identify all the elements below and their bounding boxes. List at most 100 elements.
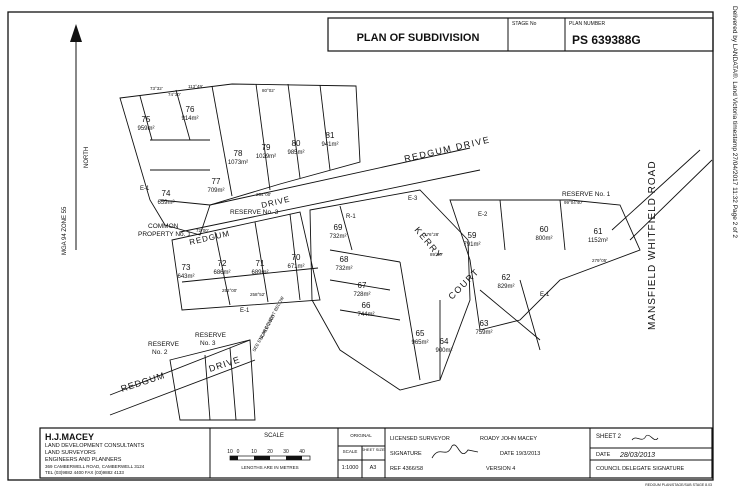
original-label: ORIGINAL — [350, 433, 372, 438]
firm-line-5: TEL (03)9882 4400 FAX (03)9882 4133 — [45, 470, 124, 475]
lot-number: 69 — [334, 223, 343, 232]
easement-label: R-1 — [346, 214, 356, 220]
lot-area: 985m² — [287, 150, 304, 156]
lot-number: 70 — [292, 253, 301, 262]
surveyor-label: LICENSED SURVEYOR — [390, 436, 450, 442]
lot-area: 1073m² — [228, 160, 248, 166]
lot-number: 72 — [218, 259, 227, 268]
scale-label: SCALE — [343, 449, 358, 454]
easement-label: E-1 — [540, 292, 550, 298]
road-redgum-lower: REDGUM — [120, 370, 167, 394]
lot-area: 744m² — [357, 312, 374, 318]
grid-label: MGA 94 ZONE 55 — [62, 206, 68, 255]
lot-number: 66 — [362, 301, 371, 310]
scale-units: LENGTHS ARE IN METRES — [241, 465, 298, 470]
lot-area: 829m² — [497, 284, 514, 290]
lot-number: 73 — [182, 263, 191, 272]
bearing-label: 72°00' — [196, 228, 209, 233]
sheet-size-label: SHEET SIZE — [361, 447, 385, 452]
plan-number-label: PLAN NUMBER — [569, 21, 606, 27]
bearing-label: 252°00' — [222, 288, 237, 293]
ref-text: REF 4366/S8 — [390, 466, 423, 472]
reserve-no2c-label: No. 2 — [152, 349, 168, 356]
footer: H.J.MACEY LAND DEVELOPMENT CONSULTANTS L… — [39, 427, 713, 487]
reserve-no1-label: RESERVE No. 1 — [562, 191, 611, 198]
surveyor-signature — [431, 444, 479, 459]
lot-area: 1029m² — [256, 154, 276, 160]
reserve-no2b-label: RESERVE — [148, 341, 180, 348]
signature-label: SIGNATURE — [390, 451, 422, 457]
lot-number: 77 — [212, 177, 221, 186]
lot-area: 671m² — [287, 264, 304, 270]
firm-line-1: LAND DEVELOPMENT CONSULTANTS — [45, 443, 145, 449]
lot-number: 80 — [292, 139, 301, 148]
firm-name: H.J.MACEY — [45, 432, 94, 442]
north-arrow: MGA 94 ZONE 55 NORTH — [62, 24, 90, 255]
reserve-no3c-label: No. 3 — [200, 340, 216, 347]
lot-number: 60 — [540, 225, 549, 234]
lot-area: 941m² — [321, 142, 338, 148]
lot-number: 81 — [326, 131, 335, 140]
lot-area: 728m² — [353, 292, 370, 298]
bearing-label: 89°30' — [430, 252, 443, 257]
lot-number: 65 — [416, 329, 425, 338]
upper-lot-block — [119, 83, 361, 236]
common-property-label: COMMON — [148, 223, 179, 230]
kerry-court-lots — [309, 189, 641, 391]
scale-value: 1:1000 — [342, 465, 359, 471]
lot-number: 75 — [142, 115, 151, 124]
council-label: COUNCIL DELEGATE SIGNATURE — [596, 466, 685, 472]
title-block: PLAN OF SUBDIVISION STAGE No PLAN NUMBER… — [327, 17, 714, 52]
scale-title: SCALE — [264, 433, 284, 439]
easement-label: E-2 — [478, 212, 488, 218]
reserve-no3-upper-label: RESERVE No. 3 — [230, 209, 279, 216]
mansfield-road-edge-2 — [629, 159, 713, 241]
easement-label: E-3 — [408, 196, 418, 202]
sheet-border — [7, 11, 714, 481]
lot-area: 643m² — [177, 274, 194, 280]
lot-area: 800m² — [535, 236, 552, 242]
lot-number: 67 — [358, 281, 367, 290]
bearing-label: 279°05' — [592, 258, 607, 263]
easement-label: E-1 — [240, 308, 250, 314]
sheet-text: SHEET 2 — [596, 434, 622, 440]
bearing-label: 113°49' — [188, 84, 203, 89]
road-mansfield: MANSFIELD WHITFIELD ROAD — [647, 160, 658, 330]
bearing-label: 254°00' — [256, 192, 271, 197]
lot-number: 71 — [256, 259, 265, 268]
surveyor-name: ROADY JOHN MACEY — [480, 436, 537, 442]
reserve-no3b-label: RESERVE — [195, 332, 227, 339]
lot-area: 965m² — [411, 340, 428, 346]
lot-area: 791m² — [463, 242, 480, 248]
stage-label: STAGE No — [512, 21, 537, 27]
bearing-label: 73°32' — [150, 86, 163, 91]
lot-area: 959m² — [137, 126, 154, 132]
side-note: Delivered by LANDATA®. Land Victoria tim… — [731, 6, 739, 238]
lot-number: 62 — [502, 273, 511, 282]
lot-number: 79 — [262, 143, 271, 152]
lot-number: 68 — [340, 255, 349, 264]
lot-number: 61 — [594, 227, 603, 236]
lot-number: 59 — [468, 231, 477, 240]
road-drive-lower: DRIVE — [208, 354, 242, 374]
date-text: DATE 19/3/2013 — [500, 451, 540, 457]
lower-enlargement — [109, 339, 256, 421]
scale-bar — [229, 455, 311, 461]
road-redgum-upper: REDGUM DRIVE — [403, 134, 491, 164]
date-handwritten: 28/03/2013 — [619, 452, 655, 459]
lot-area: 914m² — [181, 116, 198, 122]
lot-labels: 75959m²76914m²781073m²791029m²80985m²819… — [137, 105, 607, 354]
sheet-size: A3 — [370, 465, 377, 471]
bearing-label: 258°52' — [250, 292, 265, 297]
north-label: NORTH — [84, 147, 90, 168]
lot-area: 689m² — [251, 270, 268, 276]
plan-number: PS 639388G — [572, 33, 641, 47]
scale-tick-label: 0 — [237, 449, 240, 455]
scale-tick-label: 20 — [267, 449, 273, 455]
council-signature — [631, 434, 659, 441]
lot-number: 78 — [234, 149, 243, 158]
lot-number: 74 — [162, 189, 171, 198]
lot-number: 63 — [480, 319, 489, 328]
